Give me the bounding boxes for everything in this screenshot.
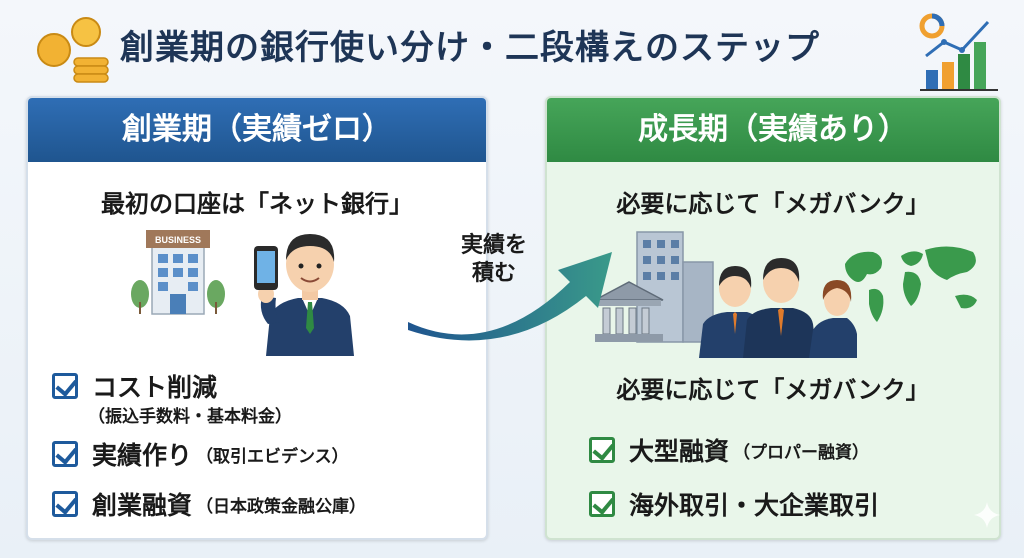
arrow-label-line1: 実績を	[460, 233, 527, 258]
checklist-item-track-record: 実績作り （取引エビデンス）	[52, 436, 349, 472]
growth-phase-subheading-bottom: 必要に応じて「メガバンク」	[616, 376, 930, 404]
startup-phase-panel: 創業期（実績ゼロ） 最初の口座は「ネット銀行」 BUSINESS	[26, 96, 488, 540]
business-team-illustration	[699, 258, 857, 358]
progression-arrow-icon	[408, 252, 612, 341]
growth-phase-panel: 成長期（実績あり） 必要に応じて「メガバンク」	[545, 96, 1001, 540]
checklist-item-overseas-trade: 海外取引・大企業取引	[589, 486, 879, 522]
growth-phase-heading: 成長期（実績あり）	[547, 98, 999, 162]
bank-buildings-illustration	[594, 231, 714, 343]
item-title: 大型融資	[629, 437, 730, 466]
checklist-item-large-loan: 大型融資 （プロパー融資）	[589, 432, 869, 468]
startup-phase-heading: 創業期（実績ゼロ）	[28, 98, 486, 162]
item-title: 実績作り	[92, 441, 193, 470]
sparkle-icon	[974, 502, 1000, 528]
item-subtitle: （取引エビデンス）	[196, 446, 349, 467]
growth-phase-subheading-top: 必要に応じて「メガバンク」	[616, 190, 930, 218]
growth-chart-icon	[919, 13, 998, 91]
item-title: コスト削減	[92, 373, 218, 402]
office-building-icon: BUSINESS	[131, 230, 225, 315]
item-subtitle: （プロパー融資）	[733, 442, 870, 463]
item-subtitle: （振込手数料・基本料金）	[88, 407, 292, 427]
checklist-item-cost-reduction: コスト削減	[52, 368, 217, 404]
coins-icon	[37, 17, 109, 83]
checkbox-checked-icon	[52, 441, 78, 467]
startup-phase-subheading: 最初の口座は「ネット銀行」	[101, 190, 413, 218]
building-sign-text: BUSINESS	[155, 235, 201, 245]
item-title: 海外取引・大企業取引	[629, 491, 880, 520]
businessman-with-smartphone-illustration	[254, 234, 354, 356]
item-title: 創業融資	[92, 491, 193, 520]
checkbox-checked-icon	[589, 491, 615, 517]
arrow-label-line2: 積む	[471, 261, 516, 286]
item-subtitle: （日本政策金融公庫）	[196, 496, 367, 517]
arrow-label: 実績を 積む	[454, 232, 534, 288]
checkbox-checked-icon	[52, 373, 78, 399]
checkbox-checked-icon	[589, 437, 615, 463]
checkbox-checked-icon	[52, 491, 78, 517]
page-title: 創業期の銀行使い分け・二段構えのステップ	[120, 28, 820, 68]
world-map-icon	[845, 246, 977, 322]
checklist-item-startup-loan: 創業融資 （日本政策金融公庫）	[52, 486, 366, 522]
